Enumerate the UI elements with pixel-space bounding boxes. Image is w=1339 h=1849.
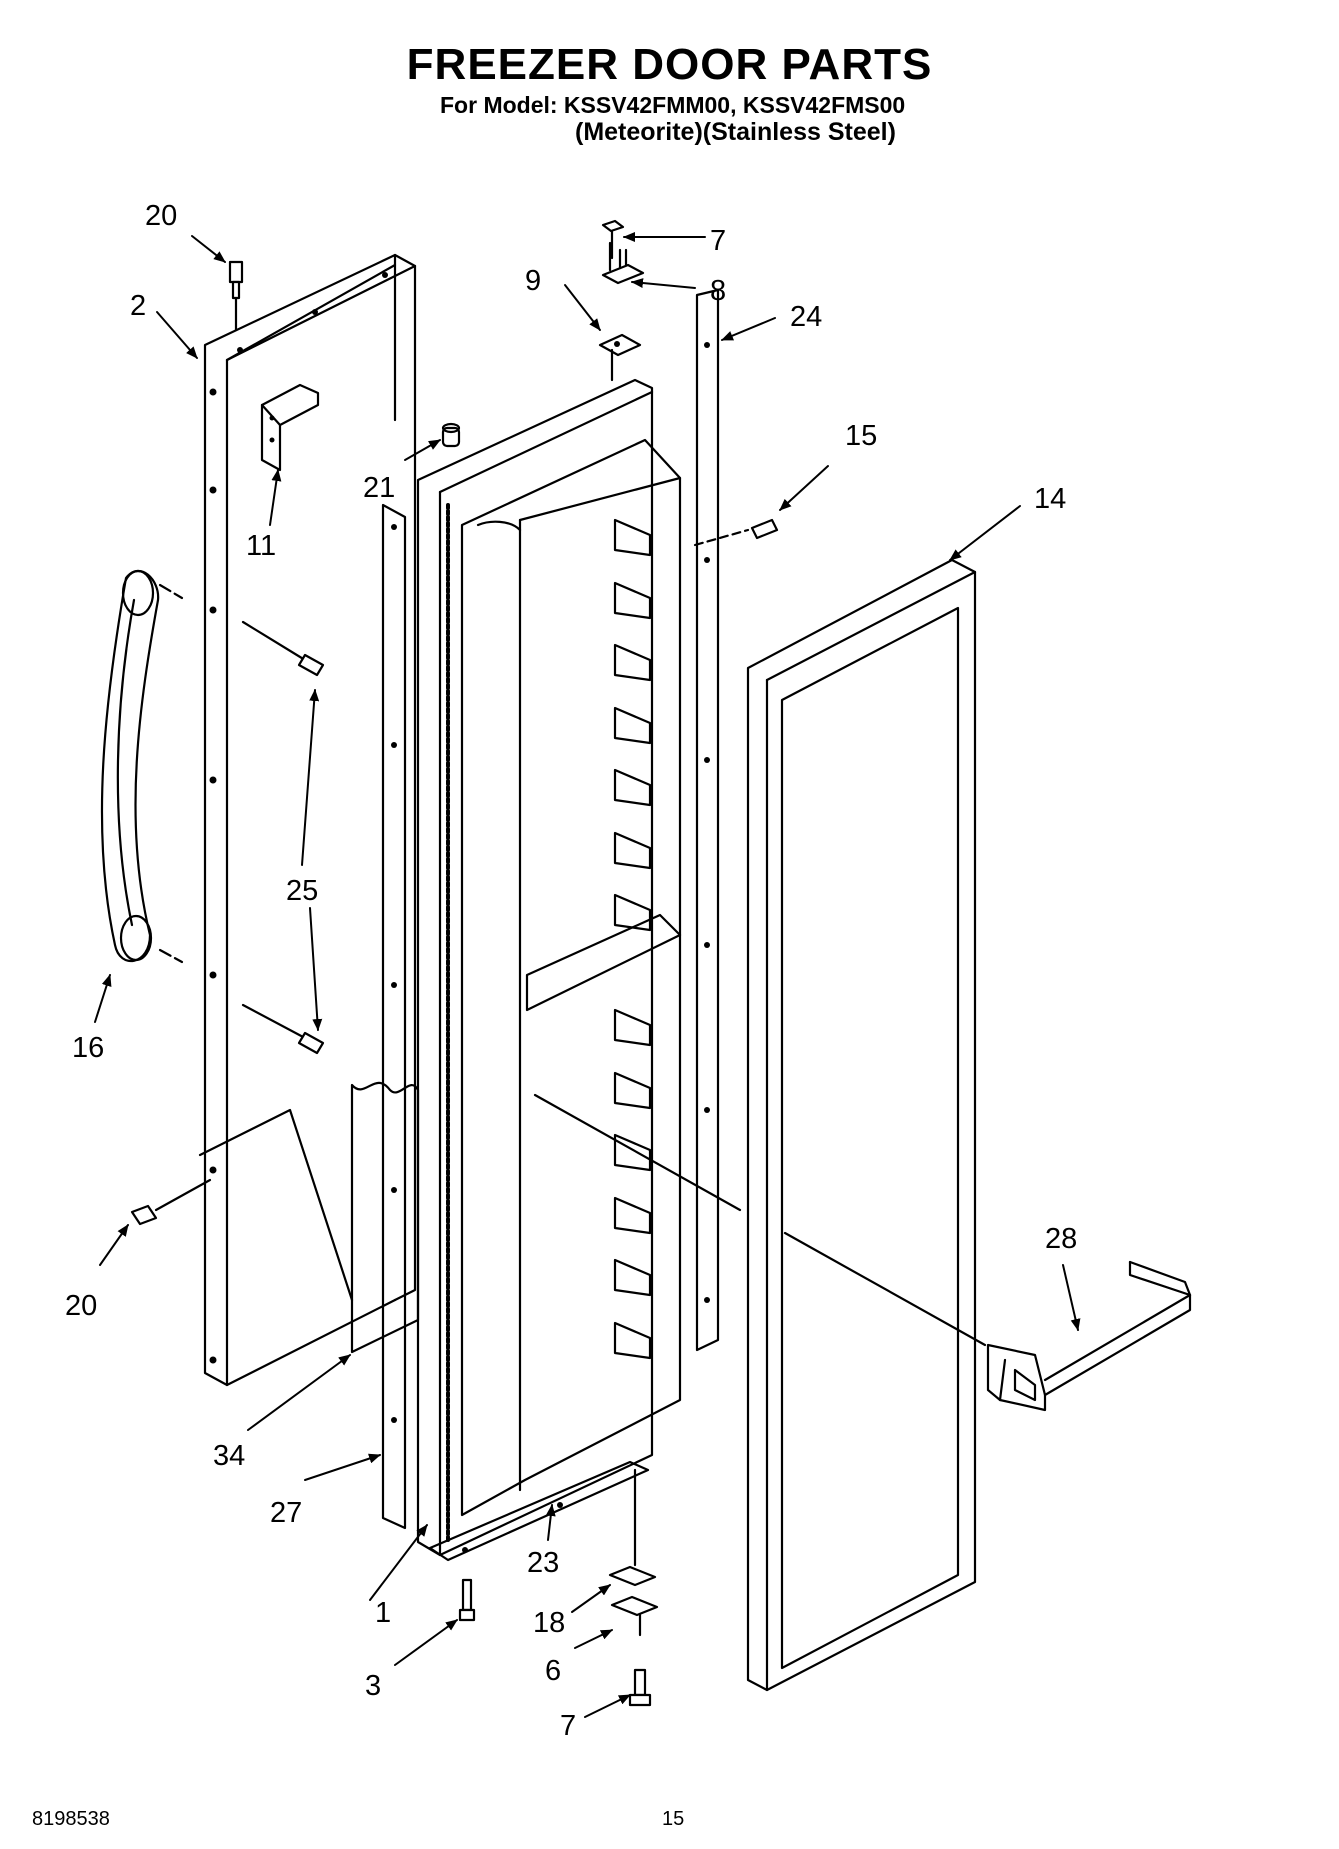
callout-7-top: 7 <box>710 225 726 257</box>
callout-6: 6 <box>545 1655 561 1687</box>
document-number: 8198538 <box>32 1808 110 1830</box>
callout-25: 25 <box>286 875 318 907</box>
callout-24: 24 <box>790 301 822 333</box>
callout-18: 18 <box>533 1607 565 1639</box>
callout-23: 23 <box>527 1547 559 1579</box>
screw-part-3 <box>458 1578 476 1622</box>
callout-1: 1 <box>375 1597 391 1629</box>
shelf-tabs-upper <box>613 518 652 932</box>
callout-3: 3 <box>365 1670 381 1702</box>
top-hinge-parts <box>598 219 645 382</box>
insulation-part-34 <box>198 1081 420 1354</box>
screws-part-25 <box>241 620 325 1055</box>
callout-20-top: 20 <box>145 200 177 232</box>
screws-part-20 <box>130 260 244 1226</box>
plug-part-21 <box>441 422 461 448</box>
leader-arrows <box>94 232 1081 1718</box>
model-line: For Model: KSSV42FMM00, KSSV42FMS00 <box>440 92 906 118</box>
callout-20-bottom: 20 <box>65 1290 97 1322</box>
callout-27: 27 <box>270 1497 302 1529</box>
bottom-cap-part-23 <box>428 1460 650 1562</box>
callout-21: 21 <box>363 472 395 504</box>
callout-28: 28 <box>1045 1223 1077 1255</box>
outer-door-panel-part-2 <box>203 253 417 1387</box>
callout-14: 14 <box>1034 483 1066 515</box>
callout-7-bottom: 7 <box>560 1710 576 1742</box>
bin-part-28 <box>986 1260 1192 1412</box>
callout-34: 34 <box>213 1440 245 1472</box>
callout-8: 8 <box>710 275 726 307</box>
callout-labels: 20 2 11 25 16 20 34 27 1 3 23 18 6 7 21 … <box>65 200 1077 1742</box>
gasket-strip-part-24 <box>695 288 720 1352</box>
handle-part-16 <box>100 569 184 964</box>
bracket-part-11 <box>260 383 320 472</box>
callout-11: 11 <box>246 530 276 562</box>
finish-line: (Meteorite)(Stainless Steel) <box>575 118 896 146</box>
gasket-strip-part-27 <box>381 503 407 1530</box>
screw-part-15 <box>693 518 779 547</box>
bottom-hinge-parts <box>608 1468 659 1707</box>
shelf-tabs-lower <box>613 1008 652 1360</box>
callout-15: 15 <box>845 420 877 452</box>
callout-16: 16 <box>72 1032 104 1064</box>
door-frame-part-14 <box>746 558 977 1692</box>
page-title: FREEZER DOOR PARTS <box>406 40 933 89</box>
page-number: 15 <box>662 1808 685 1830</box>
inner-door-liner-part-1 <box>416 378 987 1557</box>
callout-9: 9 <box>525 265 541 297</box>
callout-2: 2 <box>130 290 146 322</box>
